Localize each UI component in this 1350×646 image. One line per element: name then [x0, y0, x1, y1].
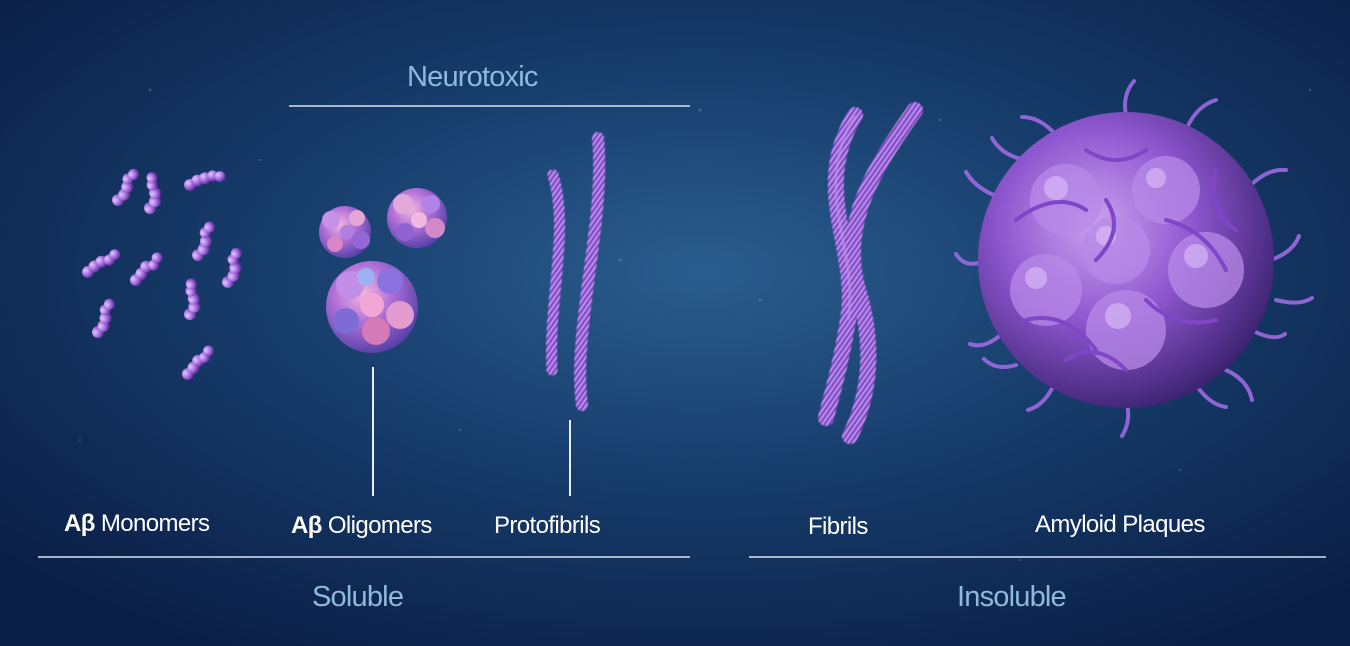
group-label-neurotoxic: Neurotoxic	[407, 63, 538, 92]
stage-label-oligomers: Aβ Oligomers	[291, 514, 432, 538]
group-label-insoluble: Insoluble	[957, 583, 1066, 612]
stage-label-fibrils: Fibrils	[808, 515, 868, 539]
stage-label-protofibrils: Protofibrils	[494, 514, 600, 538]
stage-name: Monomers	[101, 510, 210, 537]
stage-name: Oligomers	[328, 512, 432, 539]
group-label-soluble: Soluble	[312, 583, 403, 612]
stage-prefix: Aβ	[291, 512, 322, 539]
stage-label-monomers: Aβ Monomers	[64, 512, 209, 536]
stage-prefix: Aβ	[64, 510, 95, 537]
stage-label-amyloid-plaques: Amyloid Plaques	[1035, 513, 1205, 537]
